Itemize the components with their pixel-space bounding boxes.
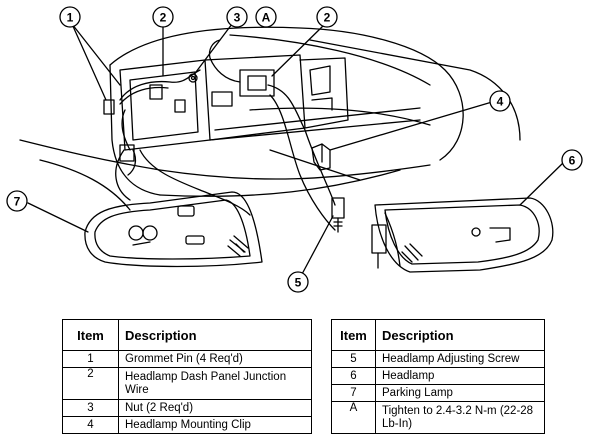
legend-header-row: Item Description <box>62 319 312 351</box>
svg-text:2: 2 <box>160 11 167 25</box>
headlamp-adjusting-screw <box>331 197 345 233</box>
parking-lamp <box>84 191 263 268</box>
legend-item-number: 1 <box>62 350 119 368</box>
legend-item-description: Headlamp Mounting Clip <box>118 416 312 434</box>
callout-a: A <box>255 6 277 28</box>
legend-item-description: Headlamp Dash Panel Junction Wire <box>118 367 312 400</box>
headlamp <box>371 197 554 273</box>
svg-text:2: 2 <box>324 11 331 25</box>
legend-item-number: 2 <box>62 367 119 400</box>
legend-row: 1 Grommet Pin (4 Req'd) <box>62 350 312 368</box>
legend-row: 5 Headlamp Adjusting Screw <box>331 350 545 368</box>
svg-text:3: 3 <box>234 11 241 25</box>
legend-table-right: Item Description 5 Headlamp Adjusting Sc… <box>331 319 545 434</box>
svg-text:5: 5 <box>295 276 302 290</box>
vehicle-body-outline <box>19 26 521 211</box>
junction-wire-harness <box>103 39 336 231</box>
callout-2-dash-panel-wire: 2 <box>152 6 174 28</box>
legend-row: 2 Headlamp Dash Panel Junction Wire <box>62 367 312 400</box>
legend-header-item: Item <box>331 319 376 351</box>
callout-6: 6 <box>561 149 583 171</box>
legend-row: 7 Parking Lamp <box>331 384 545 402</box>
svg-text:7: 7 <box>14 195 21 209</box>
legend-item-number: 5 <box>331 350 376 368</box>
legend-item-description: Headlamp Adjusting Screw <box>375 350 545 368</box>
legend-header-description: Description <box>118 319 312 351</box>
callout-7: 7 <box>6 190 28 212</box>
legend-row: 3 Nut (2 Req'd) <box>62 399 312 417</box>
legend-item-description: Parking Lamp <box>375 384 545 402</box>
legend-row: A Tighten to 2.4-3.2 N-m (22-28 Lb-In) <box>331 401 545 434</box>
callout-leaders <box>27 23 565 277</box>
legend-header-description: Description <box>375 319 545 351</box>
legend-row: 6 Headlamp <box>331 367 545 385</box>
legend-header-row: Item Description <box>331 319 545 351</box>
svg-text:6: 6 <box>569 154 576 168</box>
callout-2-junction: 2 <box>316 6 338 28</box>
callout-5: 5 <box>287 271 309 293</box>
legend-item-description: Grommet Pin (4 Req'd) <box>118 350 312 368</box>
legend-header-item: Item <box>62 319 119 351</box>
legend-item-number: 6 <box>331 367 376 385</box>
legend-table-left: Item Description 1 Grommet Pin (4 Req'd)… <box>62 319 312 434</box>
legend-item-description: Tighten to 2.4-3.2 N-m (22-28 Lb-In) <box>375 401 545 434</box>
legend-item-number: 4 <box>62 416 119 434</box>
legend-item-number: 3 <box>62 399 119 417</box>
legend-item-description: Headlamp <box>375 367 545 385</box>
svg-text:1: 1 <box>67 11 74 25</box>
svg-text:4: 4 <box>497 95 504 109</box>
legend-row: 4 Headlamp Mounting Clip <box>62 416 312 434</box>
callout-3: 3 <box>226 6 248 28</box>
headlamp-mounting-clip <box>311 143 331 171</box>
legend-item-description: Nut (2 Req'd) <box>118 399 312 417</box>
radiator-support-panel <box>119 54 349 151</box>
callout-4: 4 <box>489 90 511 112</box>
legend-item-number: A <box>331 401 376 434</box>
svg-text:A: A <box>262 11 271 25</box>
legend-item-number: 7 <box>331 384 376 402</box>
callout-1: 1 <box>59 6 81 28</box>
headlamp-assembly-diagram: 1 2 3 A 2 4 6 7 5 <box>6 6 583 293</box>
